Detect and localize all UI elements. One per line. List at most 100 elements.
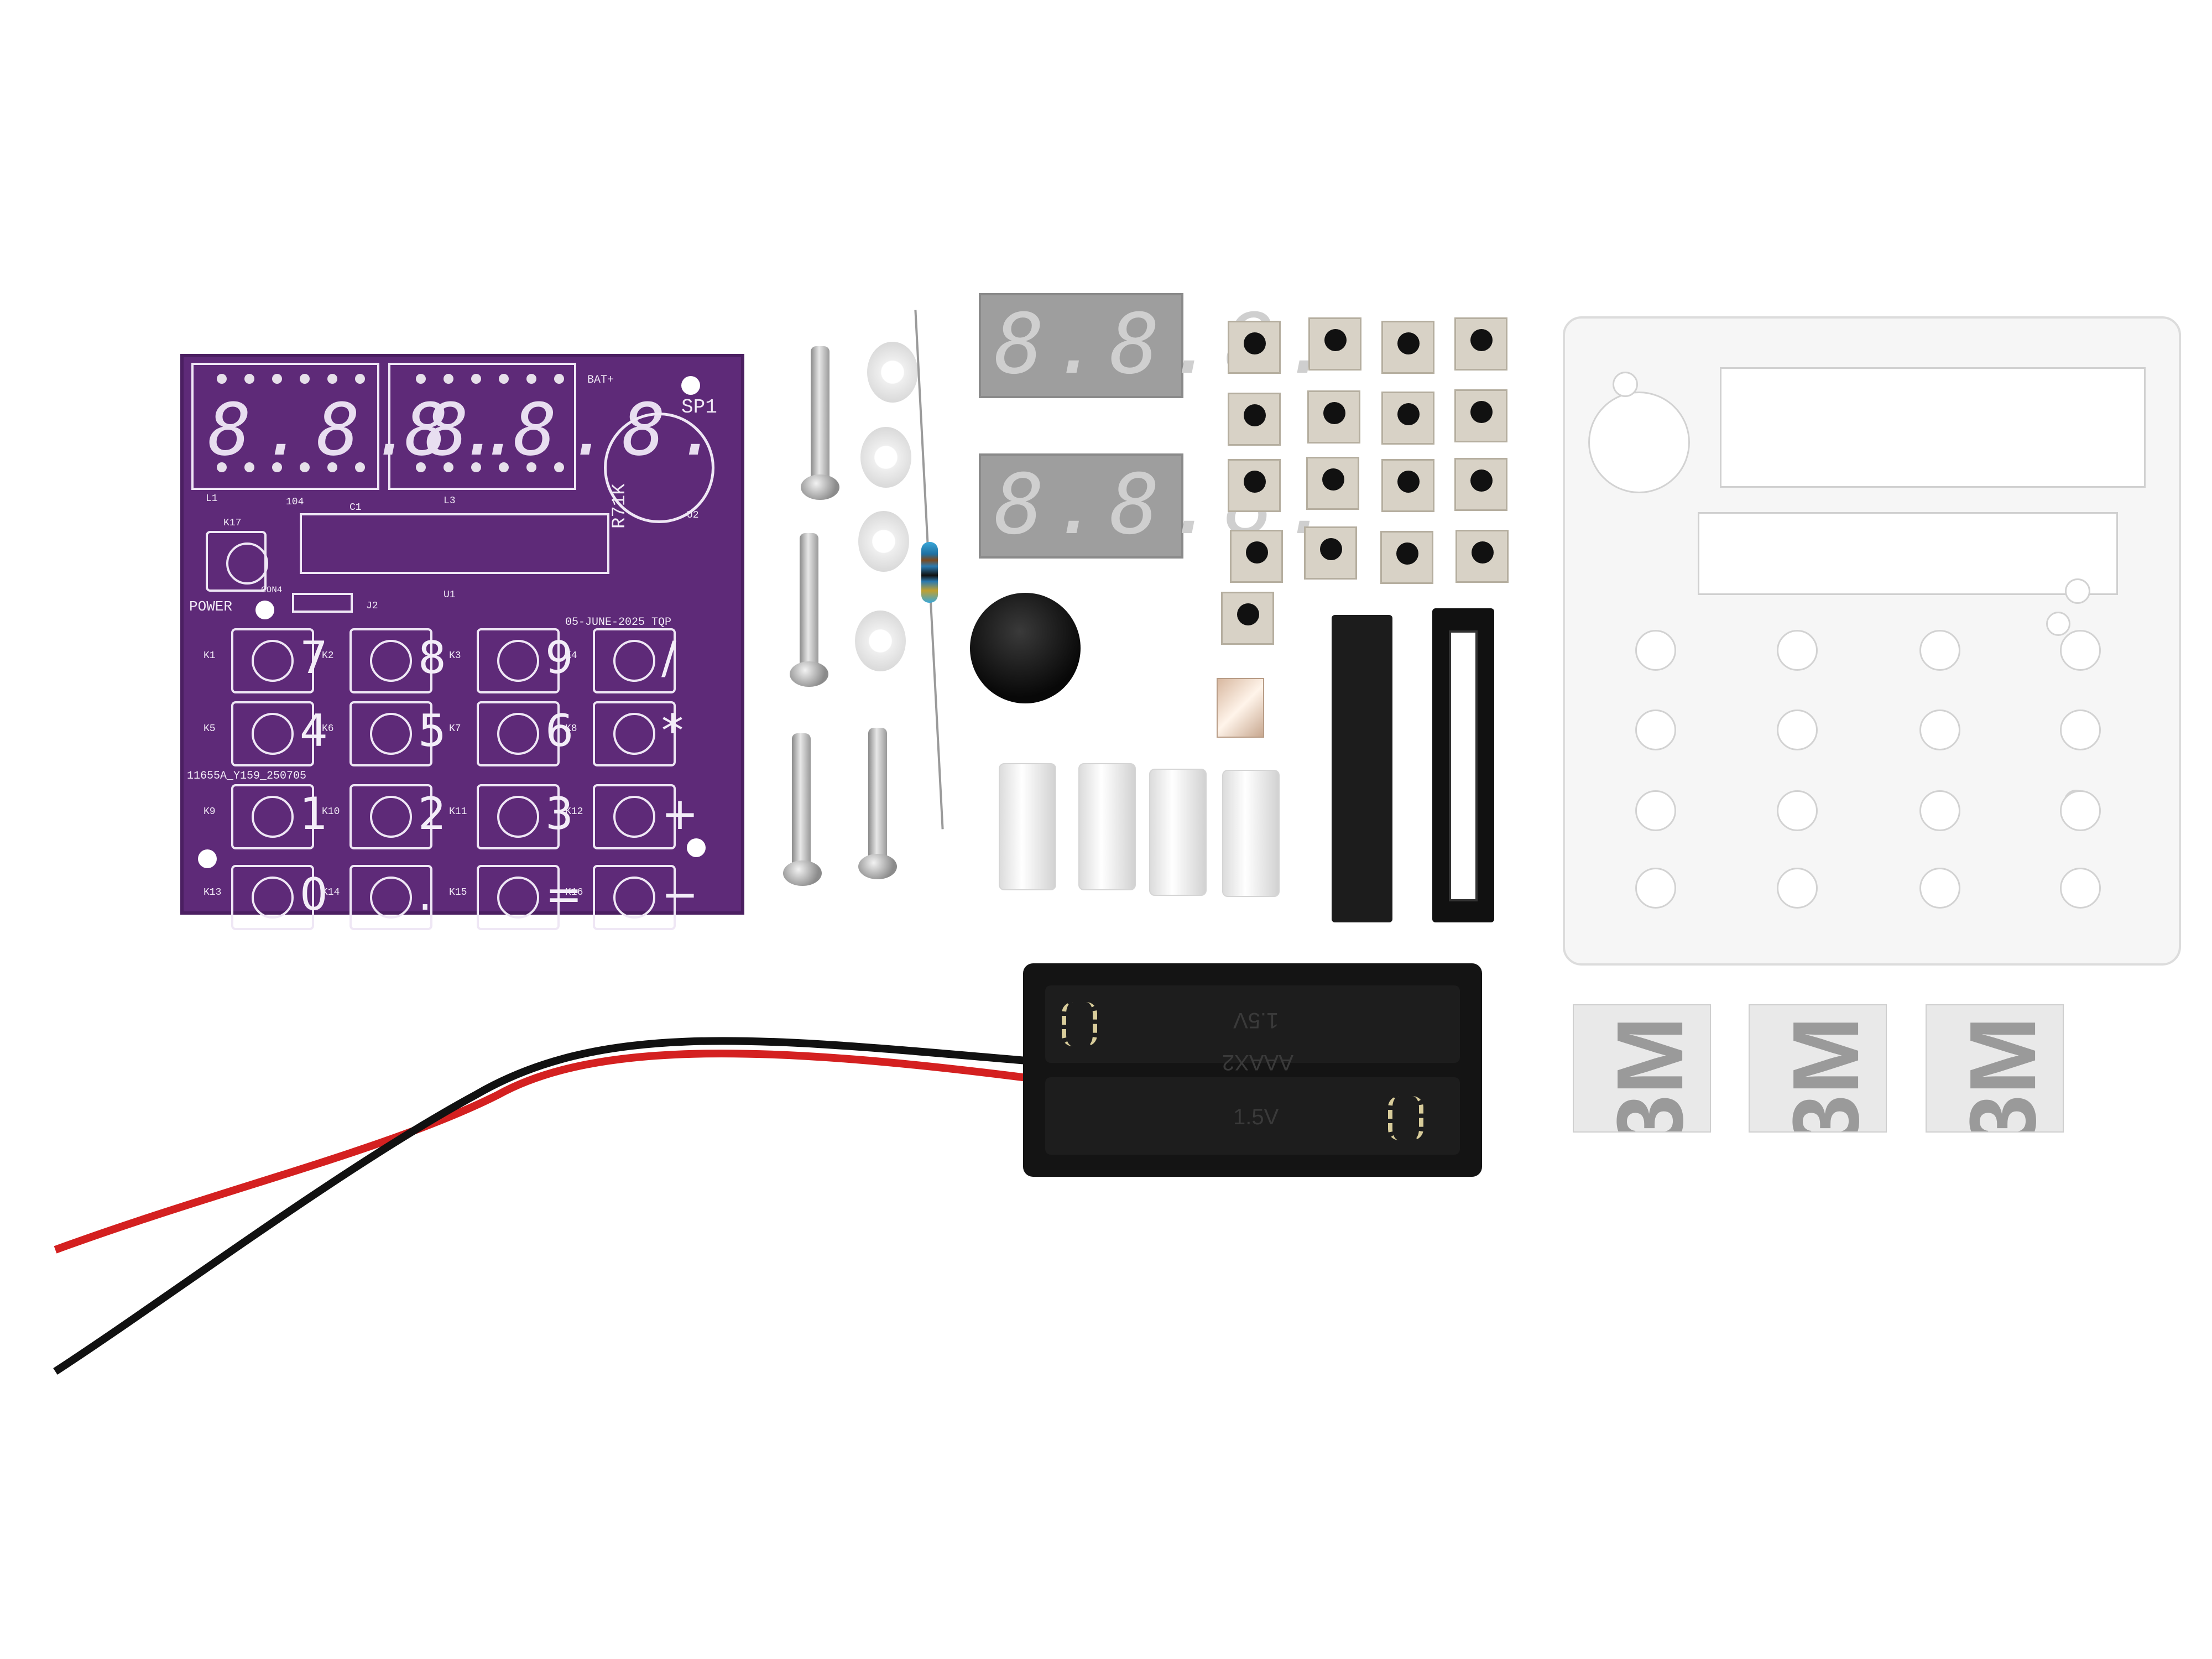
battery-holder: 1.5V AAAX2 1.5V — [1023, 963, 1482, 1177]
resistor — [907, 310, 951, 830]
key-hole — [1919, 868, 1960, 909]
key-hole — [2060, 868, 2101, 909]
holder-model-label: AAAX2 — [1222, 1050, 1293, 1074]
key-symbol: 1 — [300, 788, 328, 839]
key-id-label: K7 — [449, 723, 461, 734]
silk-u2: U2 — [687, 510, 699, 521]
silk-104: 104 — [286, 497, 304, 508]
key-footprint — [231, 784, 314, 849]
key-footprint — [593, 628, 676, 693]
screw — [792, 733, 811, 872]
microcontroller-chip — [1332, 615, 1392, 922]
calculator-pcb: 8.8.8. 8.8.8. L1 L3 BAT+ SP1 U2 104 C1 U… — [180, 354, 744, 930]
key-footprint — [349, 628, 432, 693]
tactile-button — [1228, 321, 1281, 374]
small-hole — [2046, 612, 2070, 636]
key-footprint — [349, 701, 432, 766]
key-id-label: K3 — [449, 650, 461, 661]
key-symbol: + — [661, 788, 699, 839]
screw — [800, 533, 818, 671]
key-symbol: − — [661, 869, 699, 920]
key-hole — [1777, 709, 1818, 750]
adhesive-pad: 3M — [1573, 1004, 1711, 1133]
key-symbol: / — [661, 632, 676, 684]
key-id-label: K16 — [565, 887, 583, 898]
cell-voltage-label: 1.5V — [1233, 1008, 1279, 1032]
key-footprint — [593, 701, 676, 766]
key-hole — [2060, 790, 2101, 831]
display-silk-left: 8.8.8. — [208, 388, 534, 472]
key-id-label: K9 — [204, 806, 216, 817]
key-id-label: K13 — [204, 887, 222, 898]
key-id-label: K12 — [565, 806, 583, 817]
standoff — [1078, 763, 1136, 890]
mounting-hole — [681, 376, 700, 395]
key-symbol: = — [545, 869, 583, 920]
screw-head — [858, 854, 897, 879]
tactile-button — [1380, 531, 1433, 584]
tactile-button — [1307, 390, 1360, 444]
key-hole — [2060, 709, 2101, 750]
mounting-hole — [198, 849, 217, 868]
key-footprint — [477, 865, 560, 930]
key-footprint — [593, 784, 676, 849]
key-footprint — [231, 628, 314, 693]
buzzer-opening — [1588, 392, 1690, 493]
key-symbol: 7 — [300, 632, 328, 684]
key-symbol: 5 — [418, 705, 446, 757]
tactile-button — [1381, 392, 1434, 445]
key-symbol: 3 — [545, 788, 573, 839]
key-symbol: 9 — [545, 632, 573, 684]
nylon-washer — [855, 611, 906, 671]
key-symbol: 8 — [418, 632, 446, 684]
key-id-label: K2 — [322, 650, 334, 661]
key-footprint — [349, 784, 432, 849]
nylon-washer — [867, 342, 918, 403]
key-hole — [1777, 790, 1818, 831]
spring-contact — [1388, 1096, 1423, 1140]
crystal — [1217, 678, 1264, 738]
battery-slot — [1045, 985, 1460, 1063]
key-symbol: 2 — [418, 788, 446, 839]
key-hole — [2060, 630, 2101, 671]
screw-head — [783, 860, 822, 886]
silk-l3: L3 — [444, 495, 456, 507]
screw-head — [801, 474, 839, 500]
tactile-button — [1230, 530, 1283, 583]
silk-bat: BAT+ — [587, 374, 614, 387]
key-footprint — [477, 784, 560, 849]
key-symbol: . — [418, 869, 432, 920]
cell-voltage-label: 1.5V — [1233, 1105, 1279, 1129]
key-id-label: K5 — [204, 723, 216, 734]
key-hole — [1777, 868, 1818, 909]
key-footprint — [231, 865, 314, 930]
key-hole — [1635, 630, 1676, 671]
key-hole — [1919, 709, 1960, 750]
silk-j2: J2 — [366, 601, 378, 612]
key-id-label: K11 — [449, 806, 467, 817]
key-hole — [1635, 709, 1676, 750]
tactile-button — [1306, 457, 1359, 510]
key-id-label: K4 — [565, 650, 577, 661]
key-id-label: K15 — [449, 887, 467, 898]
silk-con4: CON4 — [261, 585, 283, 595]
key-id-label: K14 — [322, 887, 340, 898]
silk-k17: K17 — [223, 518, 242, 529]
power-key-footprint — [206, 531, 268, 592]
tactile-button — [1454, 389, 1507, 442]
key-hole — [1919, 790, 1960, 831]
tactile-button — [1308, 317, 1361, 371]
tactile-button — [1381, 321, 1434, 374]
tactile-button — [1304, 526, 1357, 580]
key-symbol: * — [661, 705, 684, 757]
key-footprint — [231, 701, 314, 766]
key-id-label: K8 — [565, 723, 577, 734]
screw — [868, 728, 887, 866]
tactile-button — [1454, 317, 1507, 371]
acrylic-face-plate — [1563, 316, 2181, 966]
key-symbol: 4 — [300, 705, 328, 757]
key-id-label: K10 — [322, 806, 340, 817]
silk-code: 11655A_Y159_250705 — [187, 770, 307, 782]
key-id-label: K6 — [322, 723, 334, 734]
